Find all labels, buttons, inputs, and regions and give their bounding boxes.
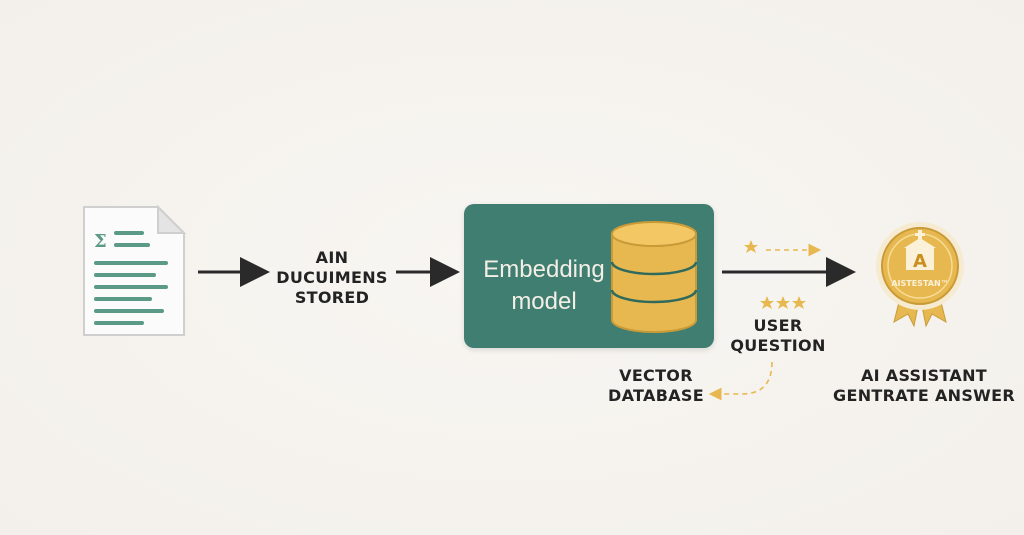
badge-text: AISTESTAN™ [891,279,948,288]
database-icon [604,220,704,340]
label-line: AIN [315,248,349,267]
embedding-model-label: Embedding model [474,254,614,318]
svg-text:Σ: Σ [94,231,107,252]
star-icon [744,240,758,253]
assistant-answer-label: AI ASSISTANT GENTRATE ANSWER [832,366,1016,406]
star-icon [760,296,806,309]
document-icon: Σ [80,203,188,339]
label-line: Embedding [483,256,605,283]
documents-stored-label: AIN DUCUIMENS STORED [276,248,388,308]
label-line: VECTOR [619,366,693,385]
user-question-label: USER QUESTION [722,316,834,356]
badge-letter: A [913,251,927,272]
label-line: STORED [294,288,370,307]
assistant-badge-icon: A AISTESTAN™ [870,218,970,332]
label-line: DATABASE [608,386,704,405]
label-line: AI ASSISTANT [860,366,988,385]
label-line: model [511,288,577,315]
vector-database-label: VECTOR DATABASE [596,366,716,406]
embedding-model-box: Embedding model [464,204,714,348]
label-line: GENTRATE ANSWER [833,386,1015,405]
label-line: USER [753,316,803,335]
label-line: QUESTION [730,336,826,355]
dashed-arrow-question-to-vector [708,361,773,401]
label-line: DUCUIMENS [276,268,388,287]
